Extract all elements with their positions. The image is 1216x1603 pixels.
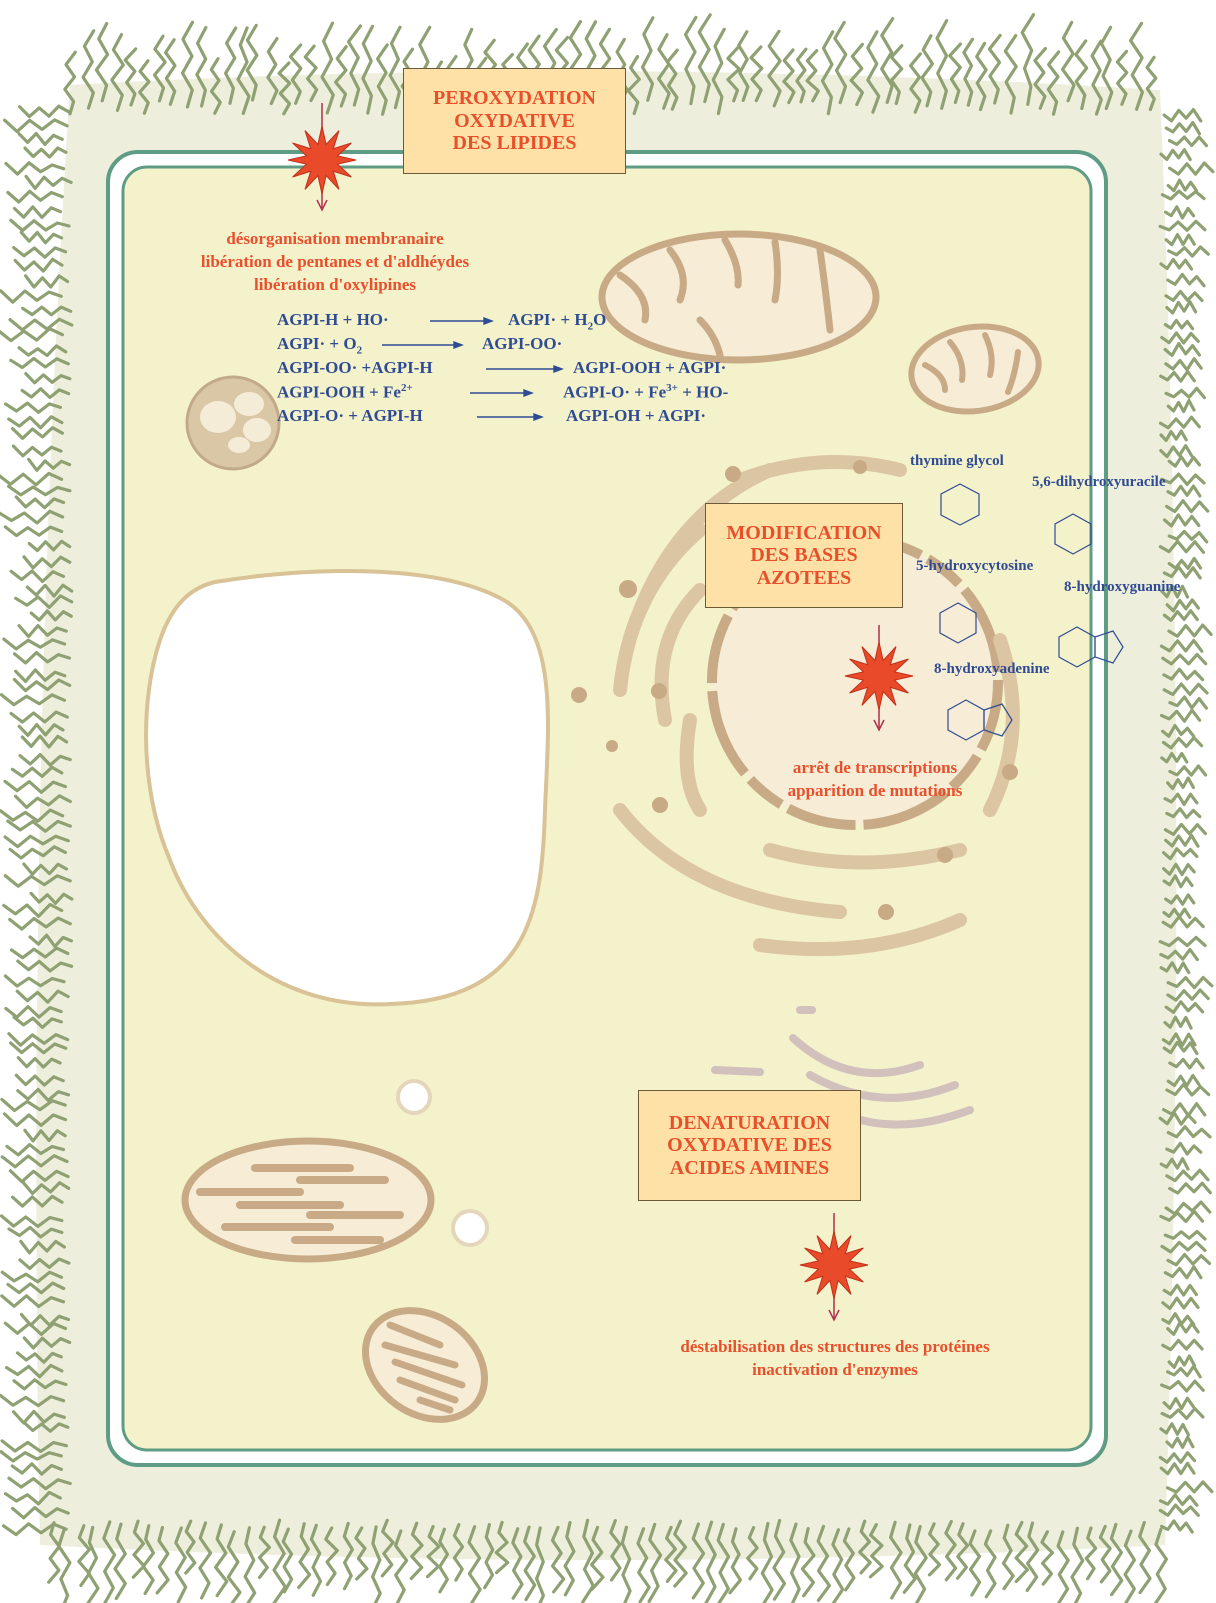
wall-hair (21, 232, 61, 243)
effect-line: arrêt de transcriptions (770, 757, 980, 780)
reaction-1-left: AGPI-H + HO· (277, 310, 389, 330)
effect-line: désorganisation membranaire (170, 228, 500, 251)
wall-hair (1166, 292, 1202, 301)
wall-hair (1167, 302, 1196, 313)
wall-hair (1166, 123, 1199, 134)
wall-hair (1168, 274, 1204, 285)
box-base-modification: MODIFICATION DES BASES AZOTEES (705, 503, 903, 608)
wall-hair (6, 403, 61, 412)
wall-hair (1168, 180, 1196, 191)
effect-line: inactivation d'enzymes (640, 1359, 1030, 1382)
vesicle (453, 1211, 487, 1245)
wall-hair (25, 148, 66, 157)
box-line: OXYDATIVE (454, 110, 575, 132)
effect-line: apparition de mutations (770, 780, 980, 803)
molecule-hydroxyguanine: 8-hydroxyguanine (1064, 579, 1180, 596)
wall-hair (11, 220, 69, 230)
wall-hair (1168, 486, 1200, 496)
wall-hair (1, 291, 62, 302)
wall-hair (14, 248, 66, 258)
box-line: MODIFICATION (726, 522, 881, 544)
molecule-hydroxyadenine: 8-hydroxyadenine (934, 661, 1050, 678)
wall-hair (5, 120, 68, 132)
wall-hair (8, 191, 62, 202)
vesicle (398, 1081, 430, 1113)
wall-hair (1166, 388, 1204, 397)
wall-hair (1170, 137, 1207, 146)
reaction-2-left: AGPI· + O2 (277, 334, 362, 356)
wall-hair (1161, 150, 1190, 160)
effect-line: libération d'oxylipines (170, 274, 500, 297)
box-line: OXYDATIVE DES (667, 1134, 832, 1156)
box-amino-acid-denaturation: DENATURATION OXYDATIVE DES ACIDES AMINES (638, 1090, 861, 1201)
wall-hair (1165, 320, 1192, 328)
wall-hair (19, 134, 62, 145)
box-line: DENATURATION (669, 1112, 831, 1134)
reaction-5-left: AGPI-O· + AGPI-H (277, 406, 423, 426)
protein-effects: déstabilisation des structures des proté… (640, 1336, 1030, 1382)
wall-hair (1170, 163, 1213, 174)
wall-hair (20, 106, 69, 116)
wall-hair (1166, 207, 1194, 218)
wall-hair (1165, 344, 1199, 356)
wall-hair (1169, 531, 1206, 542)
mitochondrion-large (602, 234, 876, 360)
effect-line: déstabilisation des structures des proté… (640, 1336, 1030, 1359)
wall-hair (1168, 1255, 1210, 1265)
box-line: PEROXYDATION (433, 87, 596, 109)
wall-hair (1170, 1183, 1211, 1193)
wall-hair (1162, 191, 1204, 199)
dna-effects: arrêt de transcriptions apparition de mu… (770, 757, 980, 803)
molecule-hydroxycytosine: 5-hydroxycytosine (916, 558, 1033, 575)
molecule-thymine-glycol: thymine glycol (910, 453, 1004, 470)
wall-hair (1168, 1482, 1212, 1492)
reaction-2-right: AGPI-OO· (482, 334, 562, 354)
wall-hair (1169, 558, 1200, 568)
chloroplast-large (185, 1141, 431, 1259)
wall-hair (1168, 401, 1194, 412)
reaction-3-left: AGPI-OO· +AGPI-H (277, 358, 433, 378)
box-line: DES BASES (750, 544, 857, 566)
wall-hair (1164, 110, 1201, 121)
wall-hair (6, 163, 64, 174)
wall-hair (0, 329, 62, 341)
wall-hair (1169, 1356, 1194, 1367)
reaction-3-right: AGPI-OOH + AGPI· (573, 358, 726, 378)
wall-hair (1169, 247, 1209, 256)
box-line: AZOTEES (757, 567, 851, 589)
wall-hair (1162, 1521, 1193, 1532)
wall-hair (1169, 625, 1211, 636)
wall-hair (1160, 221, 1205, 230)
molecule-dihydroxyuracile: 5,6-dihydroxyuracile (1032, 474, 1165, 491)
wall-hair (1166, 359, 1201, 370)
reaction-4-left: AGPI-OOH + Fe2+ (277, 382, 413, 403)
wall-hair (1169, 457, 1199, 466)
wall-hair (1167, 1437, 1193, 1447)
granule (187, 377, 279, 469)
box-lipid-peroxidation: PEROXYDATION OXYDATIVE DES LIPIDES (403, 68, 626, 174)
box-line: DES LIPIDES (453, 132, 577, 154)
wall-hair (1166, 235, 1194, 245)
effect-line: libération de pentanes et d'aldhéydes (170, 251, 500, 274)
wall-hair (15, 259, 62, 271)
reaction-4-right: AGPI-O· + Fe3+ + HO- (563, 382, 728, 403)
reaction-5-right: AGPI-OH + AGPI· (566, 406, 706, 426)
wall-hair (15, 207, 61, 218)
reaction-1-right: AGPI· + H2O (508, 310, 606, 332)
lipid-effects: désorganisation membranaire libération d… (170, 228, 500, 296)
wall-hair (1168, 1323, 1198, 1335)
box-line: ACIDES AMINES (670, 1157, 829, 1179)
